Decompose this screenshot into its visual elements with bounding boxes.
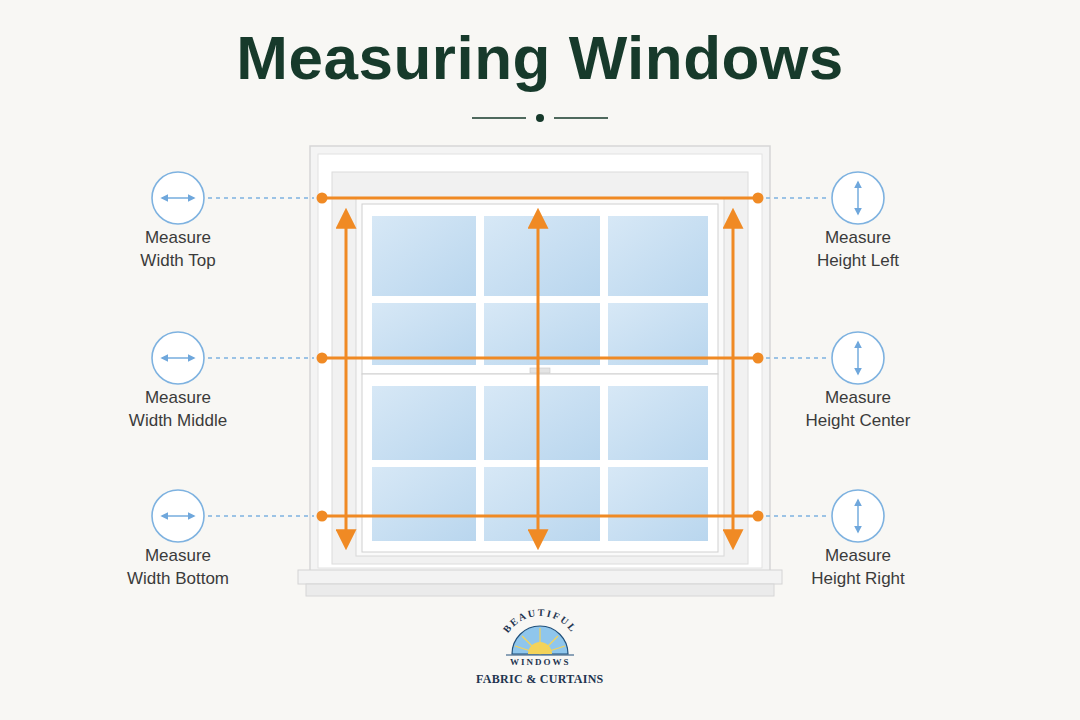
window-frame: [298, 146, 782, 596]
width-icons: [152, 172, 204, 542]
height-icons: [832, 172, 884, 542]
divider: [472, 114, 608, 122]
measure-label: Measure Height Center: [803, 387, 913, 433]
measure-label: Measure Width Middle: [123, 387, 233, 433]
measure-label: Measure Height Left: [803, 227, 913, 273]
measurement-lines: [322, 198, 758, 546]
logo-mark: [506, 626, 574, 655]
measurement-dots: [317, 193, 764, 522]
logo-text: WINDOWS: [510, 657, 571, 667]
logo-text: BEAUTIFUL: [501, 607, 580, 635]
measure-label: Measure Height Right: [803, 545, 913, 591]
brand-name: FABRIC & CURTAINS: [476, 672, 604, 687]
page-title: Measuring Windows: [0, 22, 1080, 93]
measure-label: Measure Width Top: [123, 227, 233, 273]
leader-lines: [208, 198, 830, 516]
logo-arc-text: BEAUTIFUL: [501, 607, 580, 635]
measure-label: Measure Width Bottom: [123, 545, 233, 591]
